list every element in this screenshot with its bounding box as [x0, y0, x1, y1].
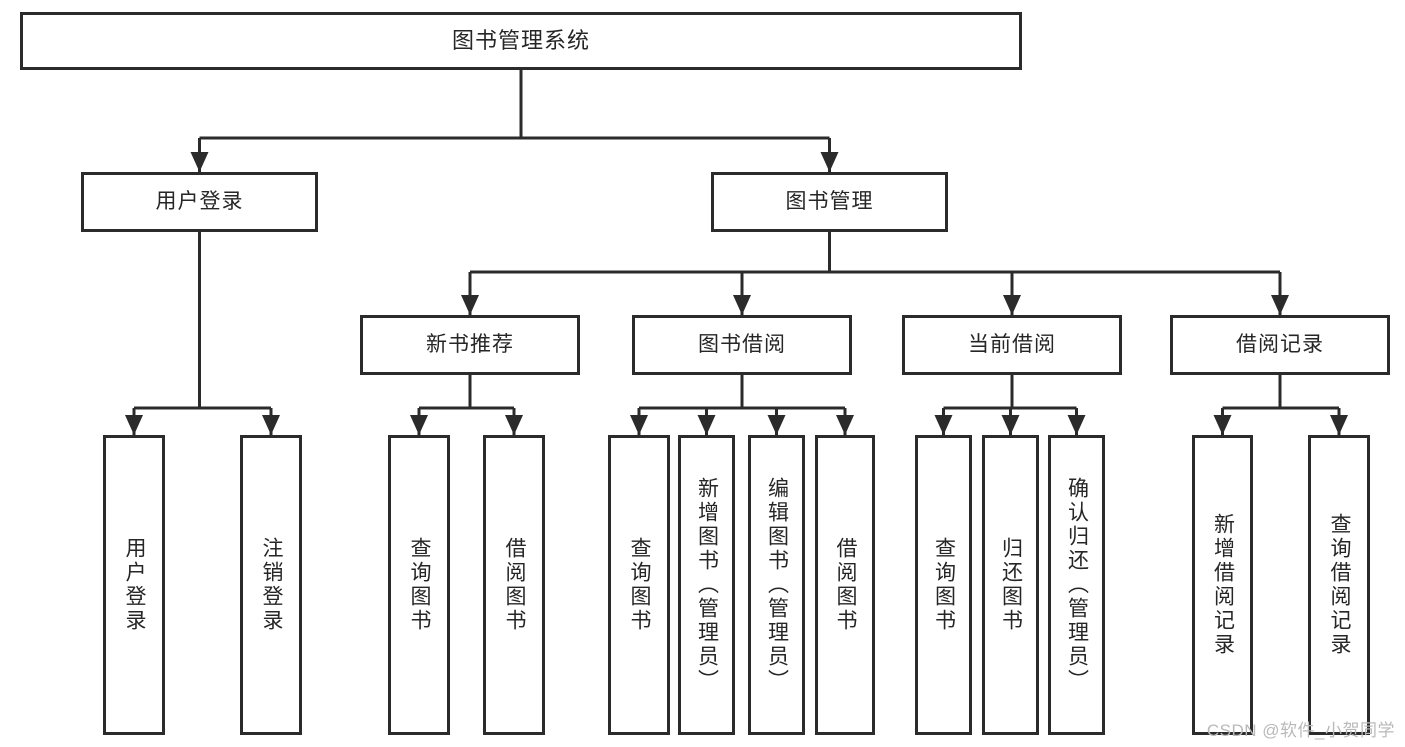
- arrowhead: [733, 295, 751, 315]
- arrowhead: [461, 295, 479, 315]
- node-label: 新增借阅记录: [1211, 513, 1235, 657]
- node-root[interactable]: 图书管理系统: [20, 12, 1022, 70]
- node-label: 图书管理: [785, 189, 874, 213]
- arrowhead: [820, 152, 839, 172]
- node-leaf_8[interactable]: 查询图书: [915, 435, 972, 735]
- node-label: 图书管理系统: [451, 27, 590, 53]
- arrowhead: [262, 415, 280, 435]
- arrowhead: [697, 415, 716, 435]
- node-leaf_3[interactable]: 借阅图书: [483, 435, 545, 735]
- arrowhead: [125, 415, 143, 435]
- node-leaf_10[interactable]: 确认归还（管理员）: [1048, 435, 1105, 735]
- node-label: 查询借阅记录: [1328, 513, 1352, 657]
- arrowhead: [1001, 415, 1020, 435]
- node-label: 查询图书: [628, 537, 652, 633]
- node-l3_3[interactable]: 借阅记录: [1170, 315, 1390, 375]
- node-label: 新增图书（管理员）: [695, 477, 719, 693]
- node-label: 用户登录: [123, 537, 147, 633]
- node-l3_2[interactable]: 当前借阅: [902, 315, 1122, 375]
- node-label: 确认归还（管理员）: [1065, 477, 1089, 693]
- arrowhead: [1330, 415, 1348, 435]
- node-leaf_2[interactable]: 查询图书: [388, 435, 450, 735]
- node-label: 借阅图书: [503, 537, 527, 633]
- arrowhead: [410, 415, 428, 435]
- arrowhead: [1003, 295, 1021, 315]
- node-l3_1[interactable]: 图书借阅: [632, 315, 852, 375]
- node-label: 注销登录: [260, 537, 284, 633]
- node-label: 编辑图书（管理员）: [765, 477, 789, 693]
- node-leaf_11[interactable]: 新增借阅记录: [1192, 435, 1253, 735]
- node-label: 借阅图书: [834, 537, 858, 633]
- node-leaf_12[interactable]: 查询借阅记录: [1308, 435, 1370, 735]
- node-label: 当前借阅: [968, 332, 1056, 356]
- node-label: 用户登录: [155, 189, 244, 213]
- node-l3_0[interactable]: 新书推荐: [360, 315, 580, 375]
- node-label: 图书借阅: [698, 332, 786, 356]
- node-leaf_5[interactable]: 新增图书（管理员）: [678, 435, 735, 735]
- node-l2_0[interactable]: 用户登录: [81, 172, 318, 232]
- node-label: 查询图书: [408, 537, 432, 633]
- node-label: 查询图书: [932, 537, 956, 633]
- arrowhead: [505, 415, 523, 435]
- node-leaf_6[interactable]: 编辑图书（管理员）: [748, 435, 805, 735]
- node-label: 归还图书: [999, 537, 1023, 633]
- arrowhead: [190, 152, 209, 172]
- node-leaf_4[interactable]: 查询图书: [608, 435, 670, 735]
- arrowhead: [767, 415, 786, 435]
- arrowhead: [934, 415, 953, 435]
- node-leaf_9[interactable]: 归还图书: [982, 435, 1039, 735]
- node-l2_1[interactable]: 图书管理: [711, 172, 948, 232]
- arrowhead: [1271, 295, 1289, 315]
- arrowhead: [630, 415, 648, 435]
- node-label: 新书推荐: [426, 332, 514, 356]
- arrowhead: [836, 415, 854, 435]
- node-leaf_0[interactable]: 用户登录: [103, 435, 165, 735]
- arrowhead: [1213, 415, 1232, 435]
- node-leaf_1[interactable]: 注销登录: [240, 435, 302, 735]
- node-leaf_7[interactable]: 借阅图书: [815, 435, 875, 735]
- arrowhead: [1067, 415, 1086, 435]
- node-label: 借阅记录: [1236, 332, 1324, 356]
